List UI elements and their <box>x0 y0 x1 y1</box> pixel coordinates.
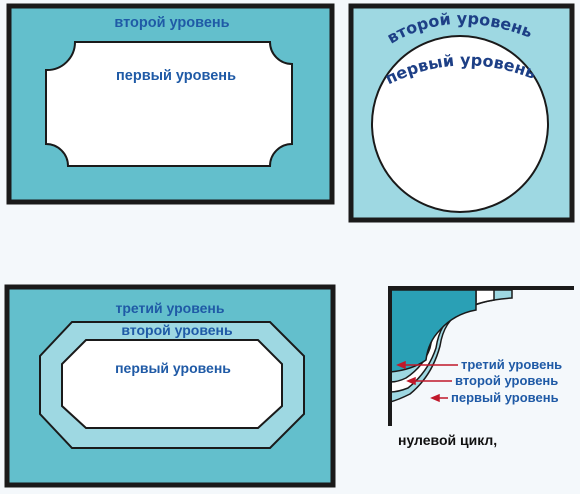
panel-top-left: второй уровень первый уровень <box>6 3 335 205</box>
corner-dark-fill-bottom-right <box>389 289 477 373</box>
arrows-bottom-right <box>396 360 458 403</box>
panel-top-right: второй уровень первый уровень <box>348 3 575 223</box>
label-level1-top-left: первый уровень <box>116 68 236 84</box>
arrow-level1-head <box>430 393 440 403</box>
level1-area-top-left <box>45 41 293 167</box>
panel-bottom-left: третий уровень второй уровень первый уро… <box>4 284 336 488</box>
label-level2-bottom-left: второй уровень <box>121 322 233 338</box>
corner-frame-bottom-right <box>388 286 574 426</box>
panel-bottom-right: третий уровень второй уровень первый уро… <box>388 286 574 448</box>
label-level3-bottom-right: третий уровень <box>461 357 562 372</box>
label-level0-bottom-right: нулевой цикл, <box>398 432 497 448</box>
label-level2-top-left: второй уровень <box>114 15 229 31</box>
label-level1-bottom-right: первый уровень <box>451 390 559 405</box>
level1-area-bottom-left <box>61 339 283 429</box>
label-level3-bottom-left: третий уровень <box>116 300 225 316</box>
level1-circle-top-right <box>371 35 549 213</box>
label-level2-bottom-right: второй уровень <box>455 373 558 388</box>
arrow-level2-head <box>406 376 416 386</box>
label-level1-bottom-left: первый уровень <box>115 360 231 376</box>
arrow-level3-head <box>396 360 406 370</box>
